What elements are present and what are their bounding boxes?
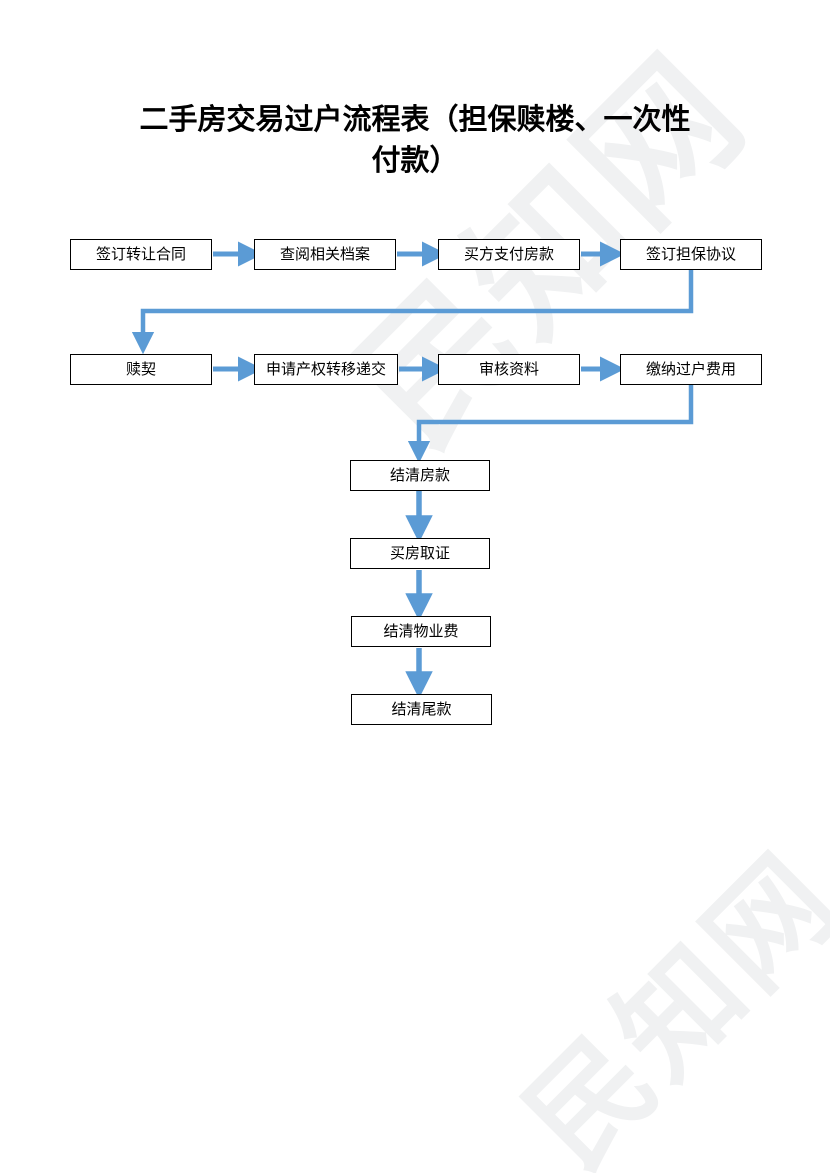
flow-node-n12[interactable]: 结清尾款 bbox=[351, 694, 492, 725]
flow-node-n2[interactable]: 查阅相关档案 bbox=[254, 239, 396, 270]
page-title-line-2: 付款） bbox=[371, 145, 459, 178]
flow-node-n8[interactable]: 缴纳过户费用 bbox=[620, 354, 762, 385]
flow-node-n9[interactable]: 结清房款 bbox=[350, 460, 490, 491]
flow-node-n4[interactable]: 签订担保协议 bbox=[620, 239, 762, 270]
page-title-line-1: 二手房交易过户流程表（担保赎楼、一次性 bbox=[139, 104, 691, 136]
edge-n4-n5 bbox=[131, 270, 694, 355]
flow-node-n5[interactable]: 赎契 bbox=[70, 354, 212, 385]
flow-node-n10[interactable]: 买房取证 bbox=[350, 538, 490, 569]
watermark-bottom: 民知网 bbox=[501, 829, 830, 1173]
flow-node-n7[interactable]: 审核资料 bbox=[438, 354, 580, 385]
page-title: 二手房交易过户流程表（担保赎楼、一次性 付款） bbox=[60, 100, 770, 182]
edge-n8-n9 bbox=[407, 385, 694, 464]
flow-node-n1[interactable]: 签订转让合同 bbox=[70, 239, 212, 270]
flow-node-n3[interactable]: 买方支付房款 bbox=[438, 239, 580, 270]
flow-node-n11[interactable]: 结清物业费 bbox=[351, 616, 491, 647]
flow-node-n6[interactable]: 申请产权转移递交 bbox=[254, 354, 398, 385]
